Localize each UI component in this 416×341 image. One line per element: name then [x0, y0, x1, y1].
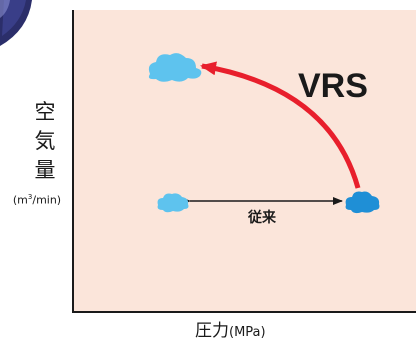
cloud-vrs-high-flow-icon: [148, 53, 202, 82]
vrs-label: VRS: [298, 67, 368, 105]
y-unit-suffix: /min): [32, 193, 62, 207]
y-axis-label: 空 気 量: [32, 98, 58, 185]
x-axis-label: 圧力(MPa): [195, 316, 266, 341]
y-unit-prefix: (m: [12, 193, 28, 207]
x-axis-line: [72, 311, 416, 313]
y-axis-label-char: 空: [34, 100, 56, 124]
corner-logo-graphic: [0, 0, 32, 46]
conventional-label: 従来: [248, 210, 276, 226]
vrs-curved-arrow: [200, 61, 361, 189]
x-axis-label-text: 圧力: [195, 321, 229, 341]
y-axis-label-char: 量: [34, 158, 56, 182]
y-unit-sup: 3: [27, 193, 33, 201]
y-axis-label-char: 気: [34, 129, 56, 153]
y-axis-line: [72, 10, 74, 313]
cloud-conventional-low-pressure-icon: [157, 193, 189, 213]
diagram-plot-area: [73, 10, 416, 311]
x-axis-unit: (MPa): [229, 325, 266, 340]
cloud-conventional-high-pressure-icon: [345, 191, 380, 214]
y-axis-unit: (m3/min): [2, 193, 72, 207]
